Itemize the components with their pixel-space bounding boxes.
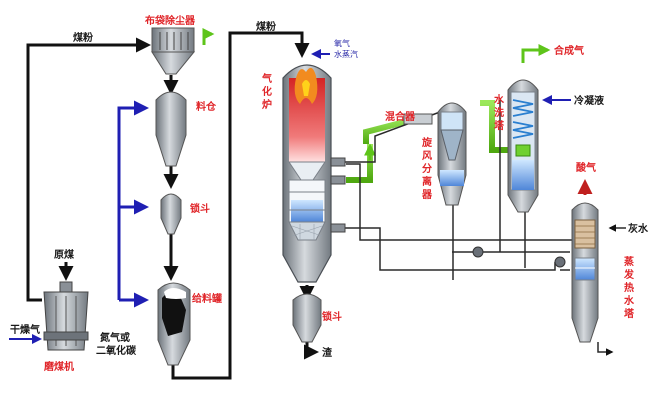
svg-text:水: 水 <box>493 93 505 106</box>
label-ash-water: 灰水 <box>628 222 649 235</box>
svg-text:发: 发 <box>623 268 635 281</box>
label-coal-mill: 磨煤机 <box>43 360 74 373</box>
svg-text:器: 器 <box>421 189 433 201</box>
label-coal-powder-2: 煤粉 <box>256 20 276 33</box>
mixer <box>403 113 433 125</box>
label-gasifier: 气 化 炉 <box>261 72 272 111</box>
gasifier <box>282 64 346 283</box>
cyclone-separator <box>437 102 467 206</box>
evaporator-tower <box>571 202 599 343</box>
label-scrubber: 水 洗 塔 <box>493 93 505 132</box>
label-cyclone: 旋 风 分 离 器 <box>421 136 433 201</box>
svg-text:洗: 洗 <box>494 106 504 119</box>
label-slag: 渣 <box>322 346 333 359</box>
svg-text:分: 分 <box>422 162 432 175</box>
label-oxygen: 氧气 <box>334 38 350 48</box>
lock-hopper-bottom <box>292 293 322 343</box>
water-scrubber <box>507 79 539 213</box>
pump-symbol <box>472 246 566 268</box>
label-steam: 水蒸汽 <box>334 49 358 59</box>
label-syngas: 合成气 <box>553 44 584 57</box>
label-feed-tank: 给料罐 <box>192 292 222 305</box>
label-drying-gas: 干燥气 <box>10 323 40 336</box>
svg-text:炉: 炉 <box>262 98 272 111</box>
svg-text:旋: 旋 <box>421 136 433 149</box>
coal-powder-lines <box>26 31 319 380</box>
label-lock-hopper-2: 锁斗 <box>322 310 342 323</box>
coal-bin <box>155 91 187 167</box>
svg-text:化: 化 <box>262 85 272 98</box>
gas-lines <box>9 49 571 344</box>
syngas-arrows <box>202 28 551 160</box>
label-evaporator: 蒸 发 热 水 塔 <box>623 255 635 320</box>
coal-mill <box>43 281 89 351</box>
label-raw-coal: 原煤 <box>54 248 74 261</box>
svg-text:风: 风 <box>422 150 432 162</box>
feed-tank <box>157 282 191 366</box>
label-nitrogen-co2-2: 二氧化碳 <box>96 344 137 357</box>
label-lock-hopper-1: 锁斗 <box>190 202 210 215</box>
svg-text:蒸: 蒸 <box>624 255 634 268</box>
bag-filter <box>151 27 196 75</box>
svg-text:气: 气 <box>261 72 272 85</box>
svg-text:离: 离 <box>422 175 432 188</box>
svg-text:水: 水 <box>623 294 635 307</box>
lock-hopper-top <box>160 193 182 235</box>
svg-text:热: 热 <box>624 281 634 294</box>
label-bag-filter: 布袋除尘器 <box>145 14 196 27</box>
label-nitrogen-co2-1: 氮气或 <box>100 331 130 344</box>
label-acid-gas: 酸气 <box>576 161 596 174</box>
label-bin: 料仓 <box>196 100 217 113</box>
svg-text:塔: 塔 <box>494 119 505 132</box>
label-mixer: 混合器 <box>385 110 416 123</box>
label-condensate: 冷凝液 <box>574 94 604 107</box>
svg-text:塔: 塔 <box>624 307 635 320</box>
label-coal-powder-1: 煤粉 <box>73 31 93 44</box>
